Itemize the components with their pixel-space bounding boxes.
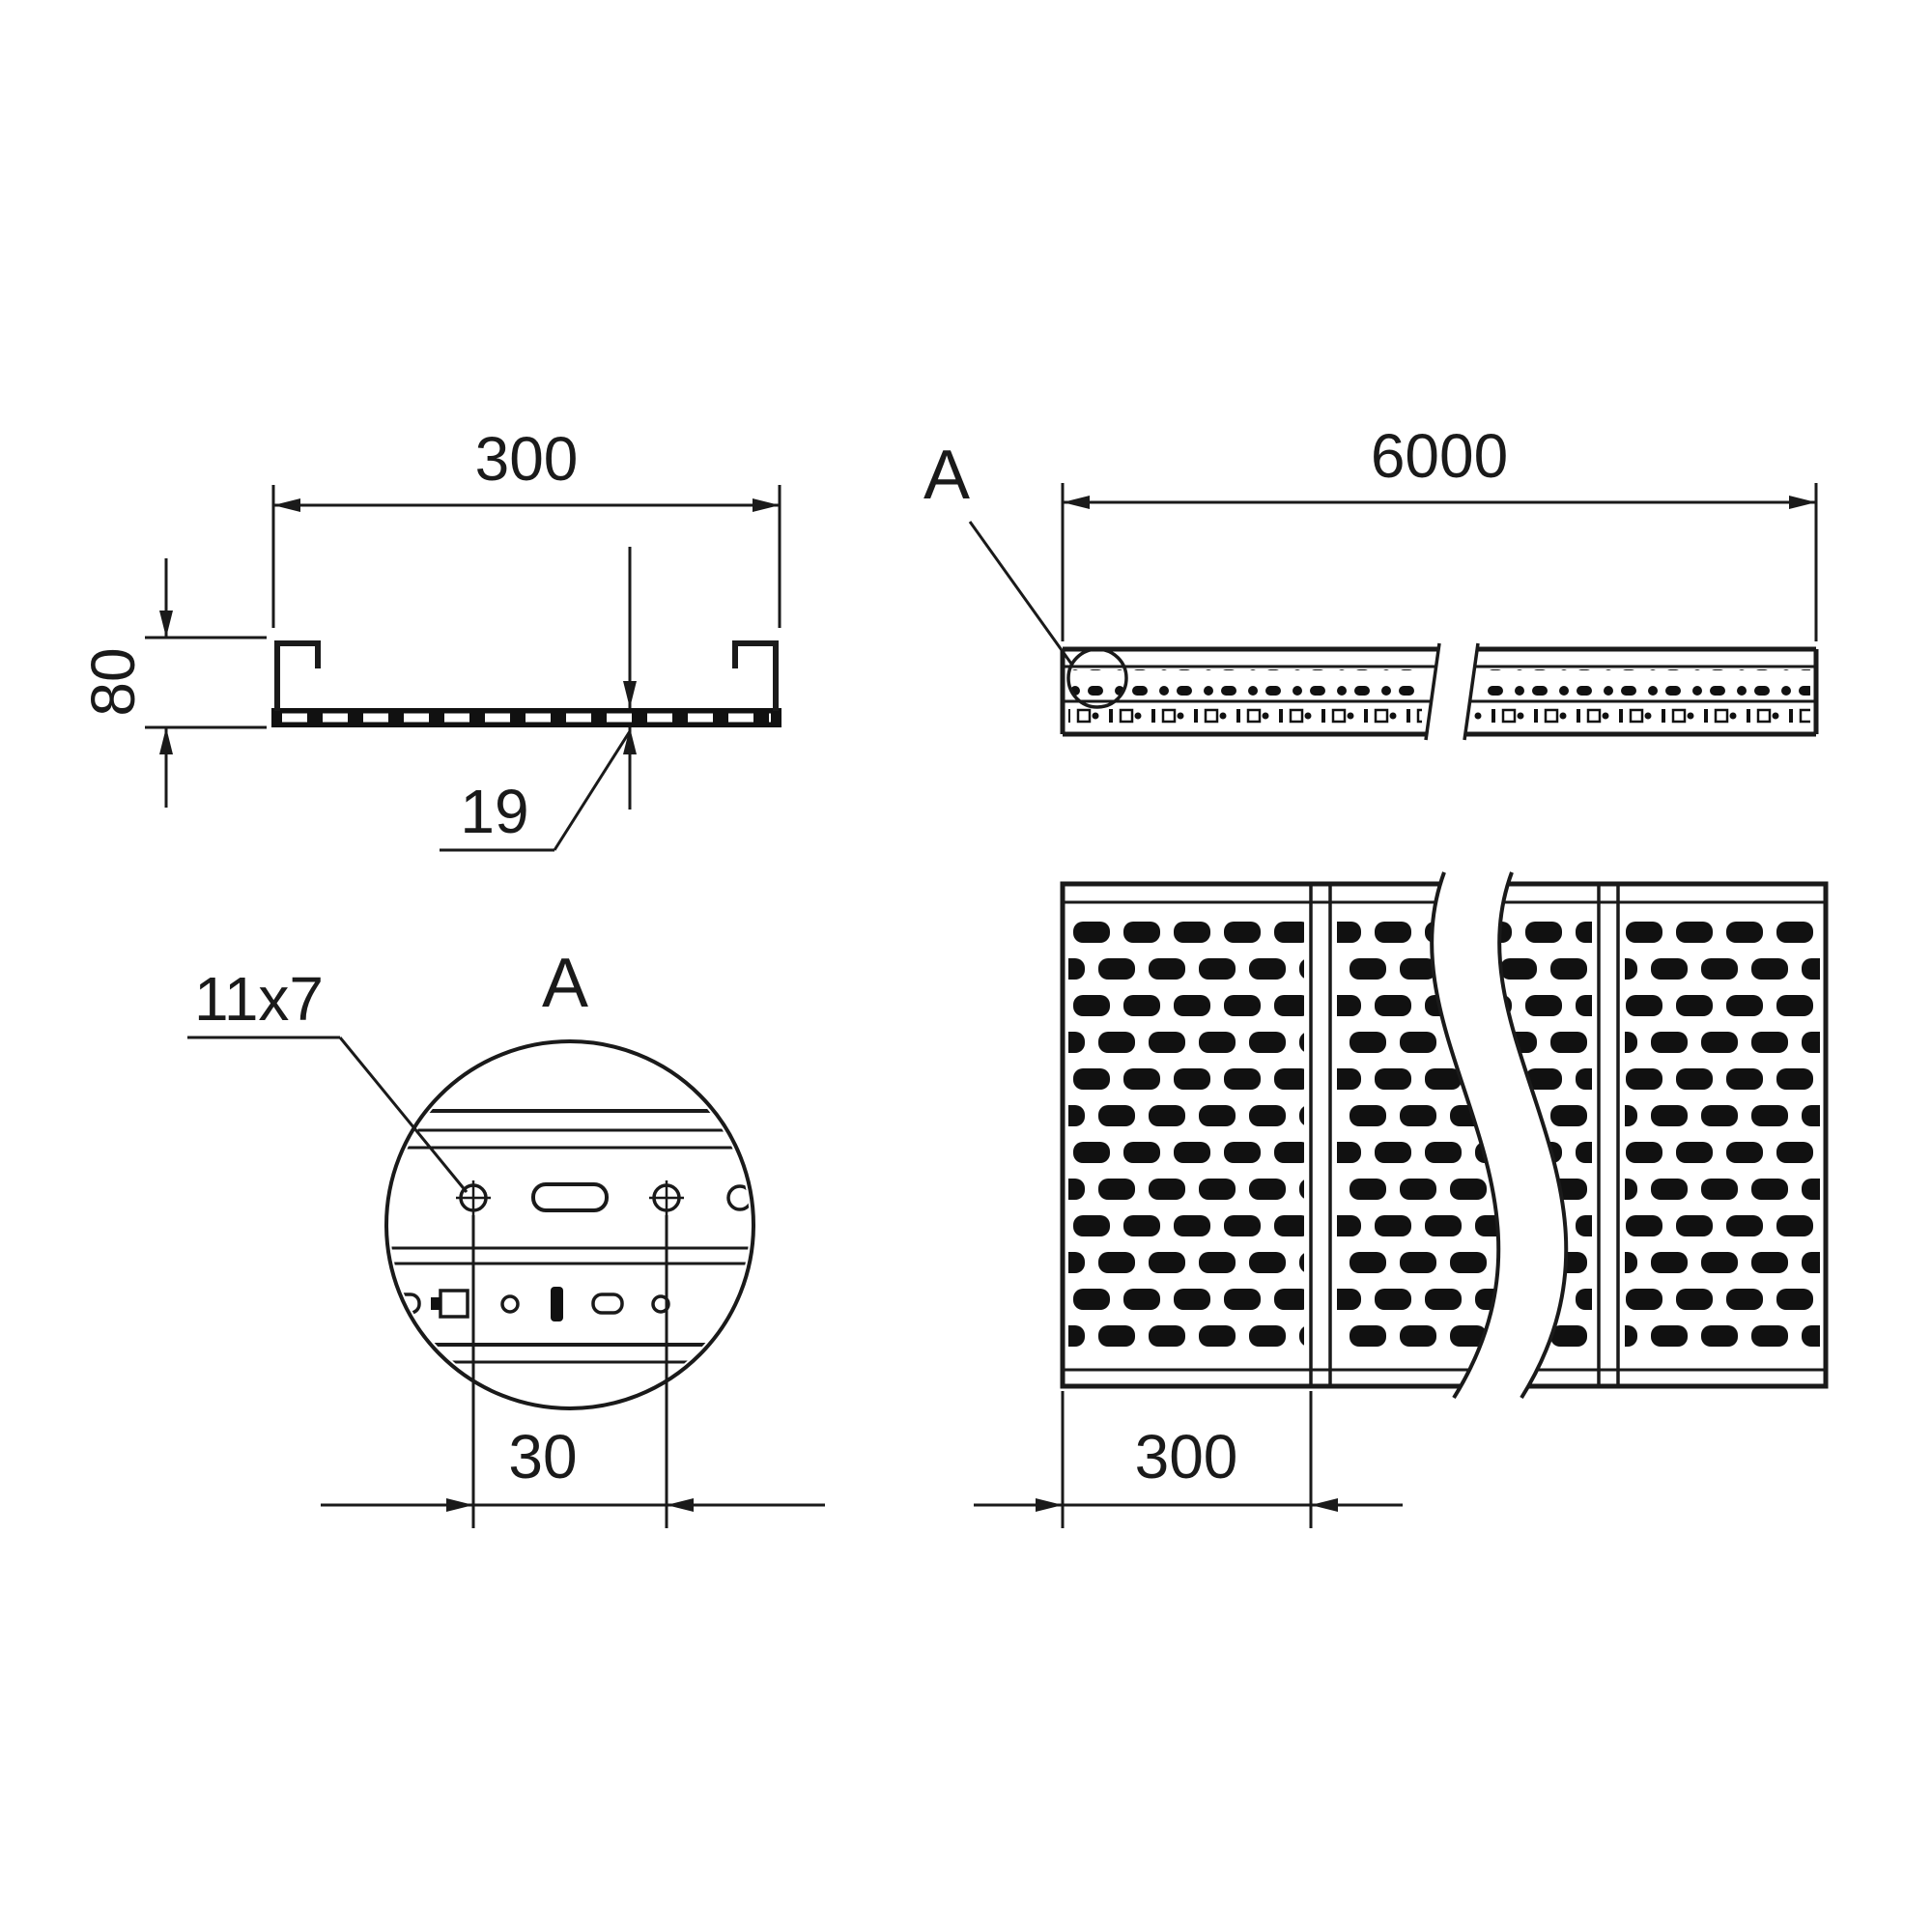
dim-text-edge-19: 19	[460, 777, 528, 846]
break-line-left	[1424, 642, 1441, 741]
dim-text-pitch-30: 30	[508, 1422, 577, 1492]
plan-break-edge-right	[1497, 871, 1569, 1400]
dim-text-height-80: 80	[78, 647, 148, 716]
detail-a-content	[390, 1109, 750, 1364]
dim-text-length-6000: 6000	[1371, 421, 1508, 491]
side-lower-perforation-row-left	[1068, 704, 1422, 730]
side-perforation-row-right	[1482, 669, 1810, 696]
side-view: 6000 A	[923, 421, 1819, 741]
detail-a-view: A	[187, 945, 825, 1528]
side-perforation-row-left	[1068, 669, 1416, 696]
detail-a-title: A	[542, 945, 588, 1022]
detail-leader-line	[968, 521, 1073, 665]
cross-section-view: 300 80 19	[78, 424, 781, 852]
detail-callout-a: A	[923, 437, 1128, 709]
dim-pitch-30: 30	[321, 1215, 825, 1528]
break-line-right	[1463, 642, 1480, 741]
dim-plan-width-300: 300	[974, 1391, 1403, 1528]
detail-a-circle	[384, 1039, 755, 1410]
detail-marker-circle	[1066, 647, 1128, 709]
tray-cross-section-profile	[271, 640, 781, 727]
dim-text-plan-width-300: 300	[1135, 1422, 1238, 1492]
plan-view: 300	[974, 871, 1829, 1528]
slot-size-leader	[338, 1037, 469, 1193]
plan-break-edge-left	[1430, 871, 1501, 1400]
dim-text-width-300: 300	[475, 424, 579, 494]
dim-length-6000: 6000	[1061, 421, 1818, 641]
dim-height-80: 80	[78, 558, 267, 808]
dim-width-300: 300	[271, 424, 781, 628]
side-lower-perforation-row-right	[1474, 704, 1810, 730]
detail-marker-label: A	[923, 437, 970, 514]
plan-break-band	[1432, 872, 1567, 1398]
dim-edge-19: 19	[440, 547, 637, 852]
slot-size-label: 11x7	[194, 964, 324, 1034]
callout-slot-size: 11x7	[187, 964, 469, 1193]
oblong-slot	[531, 1182, 609, 1212]
